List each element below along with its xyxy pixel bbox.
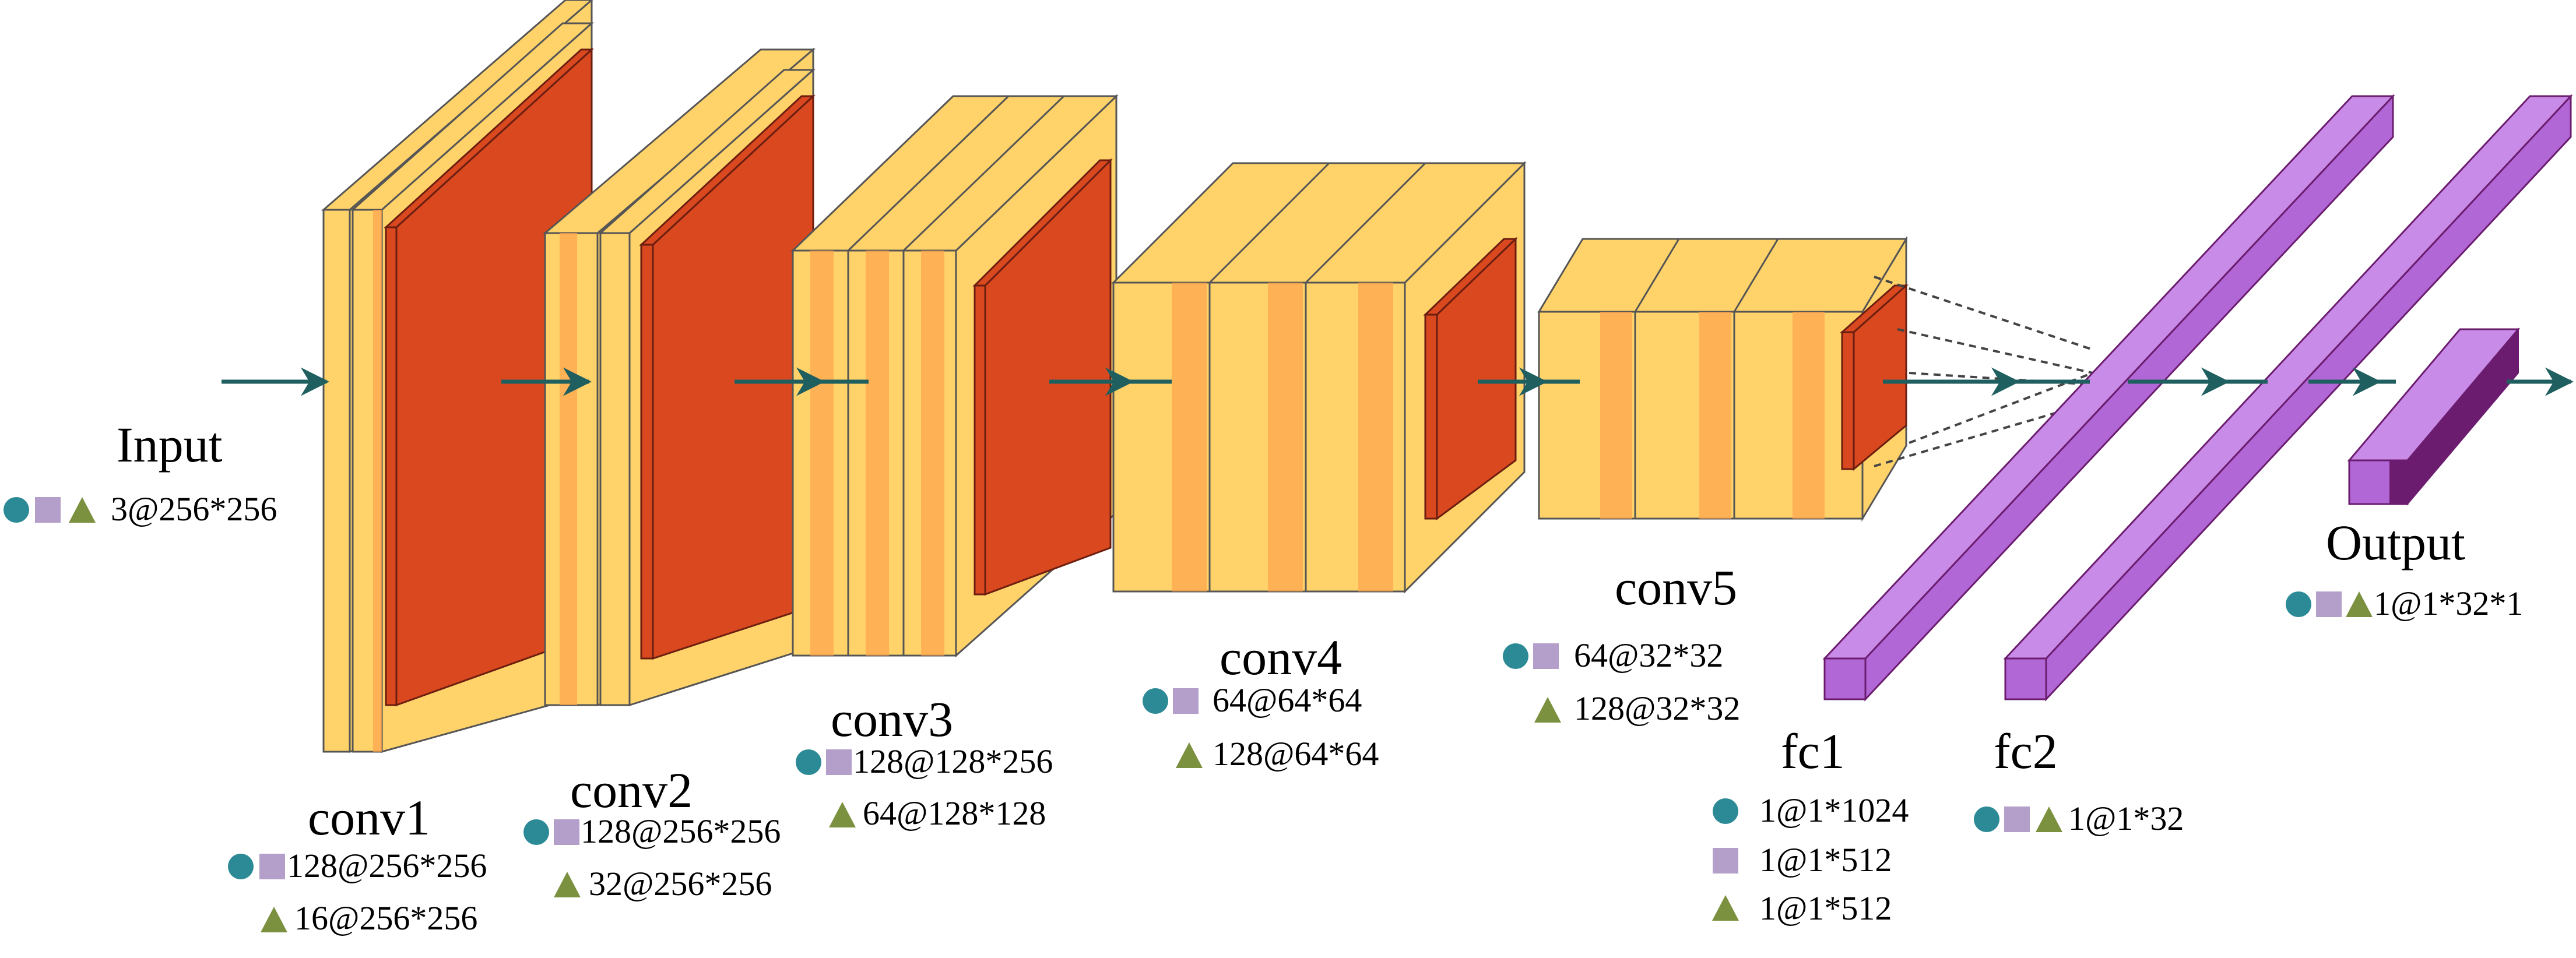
circle-marker-icon xyxy=(1503,643,1528,669)
triangle-marker-icon xyxy=(1712,895,1739,921)
fc2-dims: 1@1*32 xyxy=(2068,799,2184,837)
conv4-slab xyxy=(1111,161,1527,594)
conv4-dim-row: 64@64*64 xyxy=(1143,681,1362,719)
triangle-marker-icon xyxy=(2036,806,2062,832)
square-marker-icon xyxy=(259,854,285,879)
conv5-dims-alt: 128@32*32 xyxy=(1574,689,1740,727)
conv1-kernel xyxy=(384,47,594,707)
input-label: Input 3@256*256 xyxy=(3,417,277,528)
square-marker-icon xyxy=(1533,643,1559,669)
triangle-marker-icon xyxy=(2346,591,2373,617)
conv1-dim-row: 128@256*256 xyxy=(228,847,487,885)
conv2-dim-row: 32@256*256 xyxy=(554,865,772,903)
fc1-dim-row: 1@1*512 xyxy=(1713,841,1892,879)
conv1-dims-alt: 16@256*256 xyxy=(294,899,477,937)
fc1-dim-row: 1@1*512 xyxy=(1712,889,1892,927)
square-marker-icon xyxy=(1173,688,1199,714)
conv3-title: conv3 xyxy=(831,691,953,747)
conv2-dims-alt: 32@256*256 xyxy=(589,865,772,903)
input-dims: 3@256*256 xyxy=(111,490,277,528)
fc2-title: fc2 xyxy=(1994,723,2058,779)
conv5-dim-row: 64@32*32 xyxy=(1503,636,1723,674)
conv5-title: conv5 xyxy=(1615,559,1737,615)
circle-marker-icon xyxy=(523,819,549,845)
triangle-marker-icon xyxy=(554,872,581,897)
fc1-dims-circle: 1@1*1024 xyxy=(1759,791,1909,829)
input-dim-row: 3@256*256 xyxy=(3,490,277,528)
output-dim-row: 1@1*32*1 xyxy=(2286,584,2523,622)
conv2-title: conv2 xyxy=(570,762,693,818)
triangle-marker-icon xyxy=(1534,697,1561,723)
conv4-title: conv4 xyxy=(1220,629,1342,685)
conv1-label: conv1 128@256*256 16@256*256 xyxy=(228,790,487,937)
conv2-block xyxy=(542,47,816,707)
fc1-title: fc1 xyxy=(1781,723,1845,779)
conv4-block xyxy=(1111,161,1527,594)
conv3-label: conv3 128@128*256 64@128*128 xyxy=(796,691,1053,832)
conv1-dim-row: 16@256*256 xyxy=(261,899,477,937)
triangle-marker-icon xyxy=(261,907,287,932)
square-marker-icon xyxy=(2316,591,2342,617)
square-marker-icon xyxy=(2004,806,2030,832)
conv2-dims-main: 128@256*256 xyxy=(581,812,781,850)
fc2-bar xyxy=(2003,94,2573,702)
conv4-dim-row: 128@64*64 xyxy=(1176,735,1379,773)
square-marker-icon xyxy=(1713,848,1738,874)
conv5-label: conv5 64@32*32 128@32*32 xyxy=(1503,559,1740,727)
output-bar xyxy=(2347,327,2521,506)
circle-marker-icon xyxy=(796,749,821,775)
fc1-dims-square: 1@1*512 xyxy=(1759,841,1892,879)
circle-marker-icon xyxy=(1974,806,1999,832)
conv5-kernel xyxy=(1840,283,1909,471)
output-dims: 1@1*32*1 xyxy=(2374,584,2523,622)
conv5-block xyxy=(1537,235,1909,522)
fc1-dims-triangle: 1@1*512 xyxy=(1759,889,1892,927)
output-label: Output 1@1*32*1 xyxy=(2286,515,2523,622)
circle-marker-icon xyxy=(228,854,254,879)
conv2-label: conv2 128@256*256 32@256*256 xyxy=(523,762,781,903)
conv3-block xyxy=(790,94,1119,658)
triangle-marker-icon xyxy=(1176,742,1203,768)
circle-marker-icon xyxy=(1713,798,1738,824)
conv3-dim-row: 64@128*128 xyxy=(829,794,1046,832)
conv4-dims-alt: 128@64*64 xyxy=(1213,735,1379,773)
conv3-kernel xyxy=(972,158,1113,596)
circle-marker-icon xyxy=(1143,688,1168,714)
input-title: Input xyxy=(117,417,223,473)
circle-marker-icon xyxy=(2286,591,2311,617)
conv5-dim-row: 128@32*32 xyxy=(1534,689,1740,727)
square-marker-icon xyxy=(554,819,579,845)
conv2-kernel xyxy=(639,94,816,660)
conv4-dims-main: 64@64*64 xyxy=(1213,681,1362,719)
conv1-slab xyxy=(373,210,382,752)
conv3-dims-alt: 64@128*128 xyxy=(863,794,1046,832)
circle-marker-icon xyxy=(3,497,29,523)
square-marker-icon xyxy=(826,749,852,775)
output-title: Output xyxy=(2326,515,2465,570)
conv1-title: conv1 xyxy=(308,790,430,846)
conv2-dim-row: 128@256*256 xyxy=(523,812,781,850)
conv4-kernel xyxy=(1423,237,1518,520)
fc2-dim-row: 1@1*32 xyxy=(1974,799,2184,837)
conv4-label: conv4 64@64*64 128@64*64 xyxy=(1143,629,1379,773)
conv1-block xyxy=(321,0,594,753)
square-marker-icon xyxy=(35,497,61,523)
conv5-dims-main: 64@32*32 xyxy=(1574,636,1723,674)
triangle-marker-icon xyxy=(829,802,856,827)
conv1-dims-main: 128@256*256 xyxy=(287,847,487,885)
fc1-label: fc1 1@1*1024 1@1*512 1@1*512 xyxy=(1712,723,1909,927)
fc1-dim-row: 1@1*1024 xyxy=(1713,791,1909,829)
fc1-bar xyxy=(1822,94,2395,702)
fc2-label: fc2 1@1*32 xyxy=(1974,723,2184,837)
triangle-marker-icon xyxy=(69,497,96,523)
conv3-dim-row: 128@128*256 xyxy=(796,742,1053,780)
conv3-dims-main: 128@128*256 xyxy=(853,742,1053,780)
